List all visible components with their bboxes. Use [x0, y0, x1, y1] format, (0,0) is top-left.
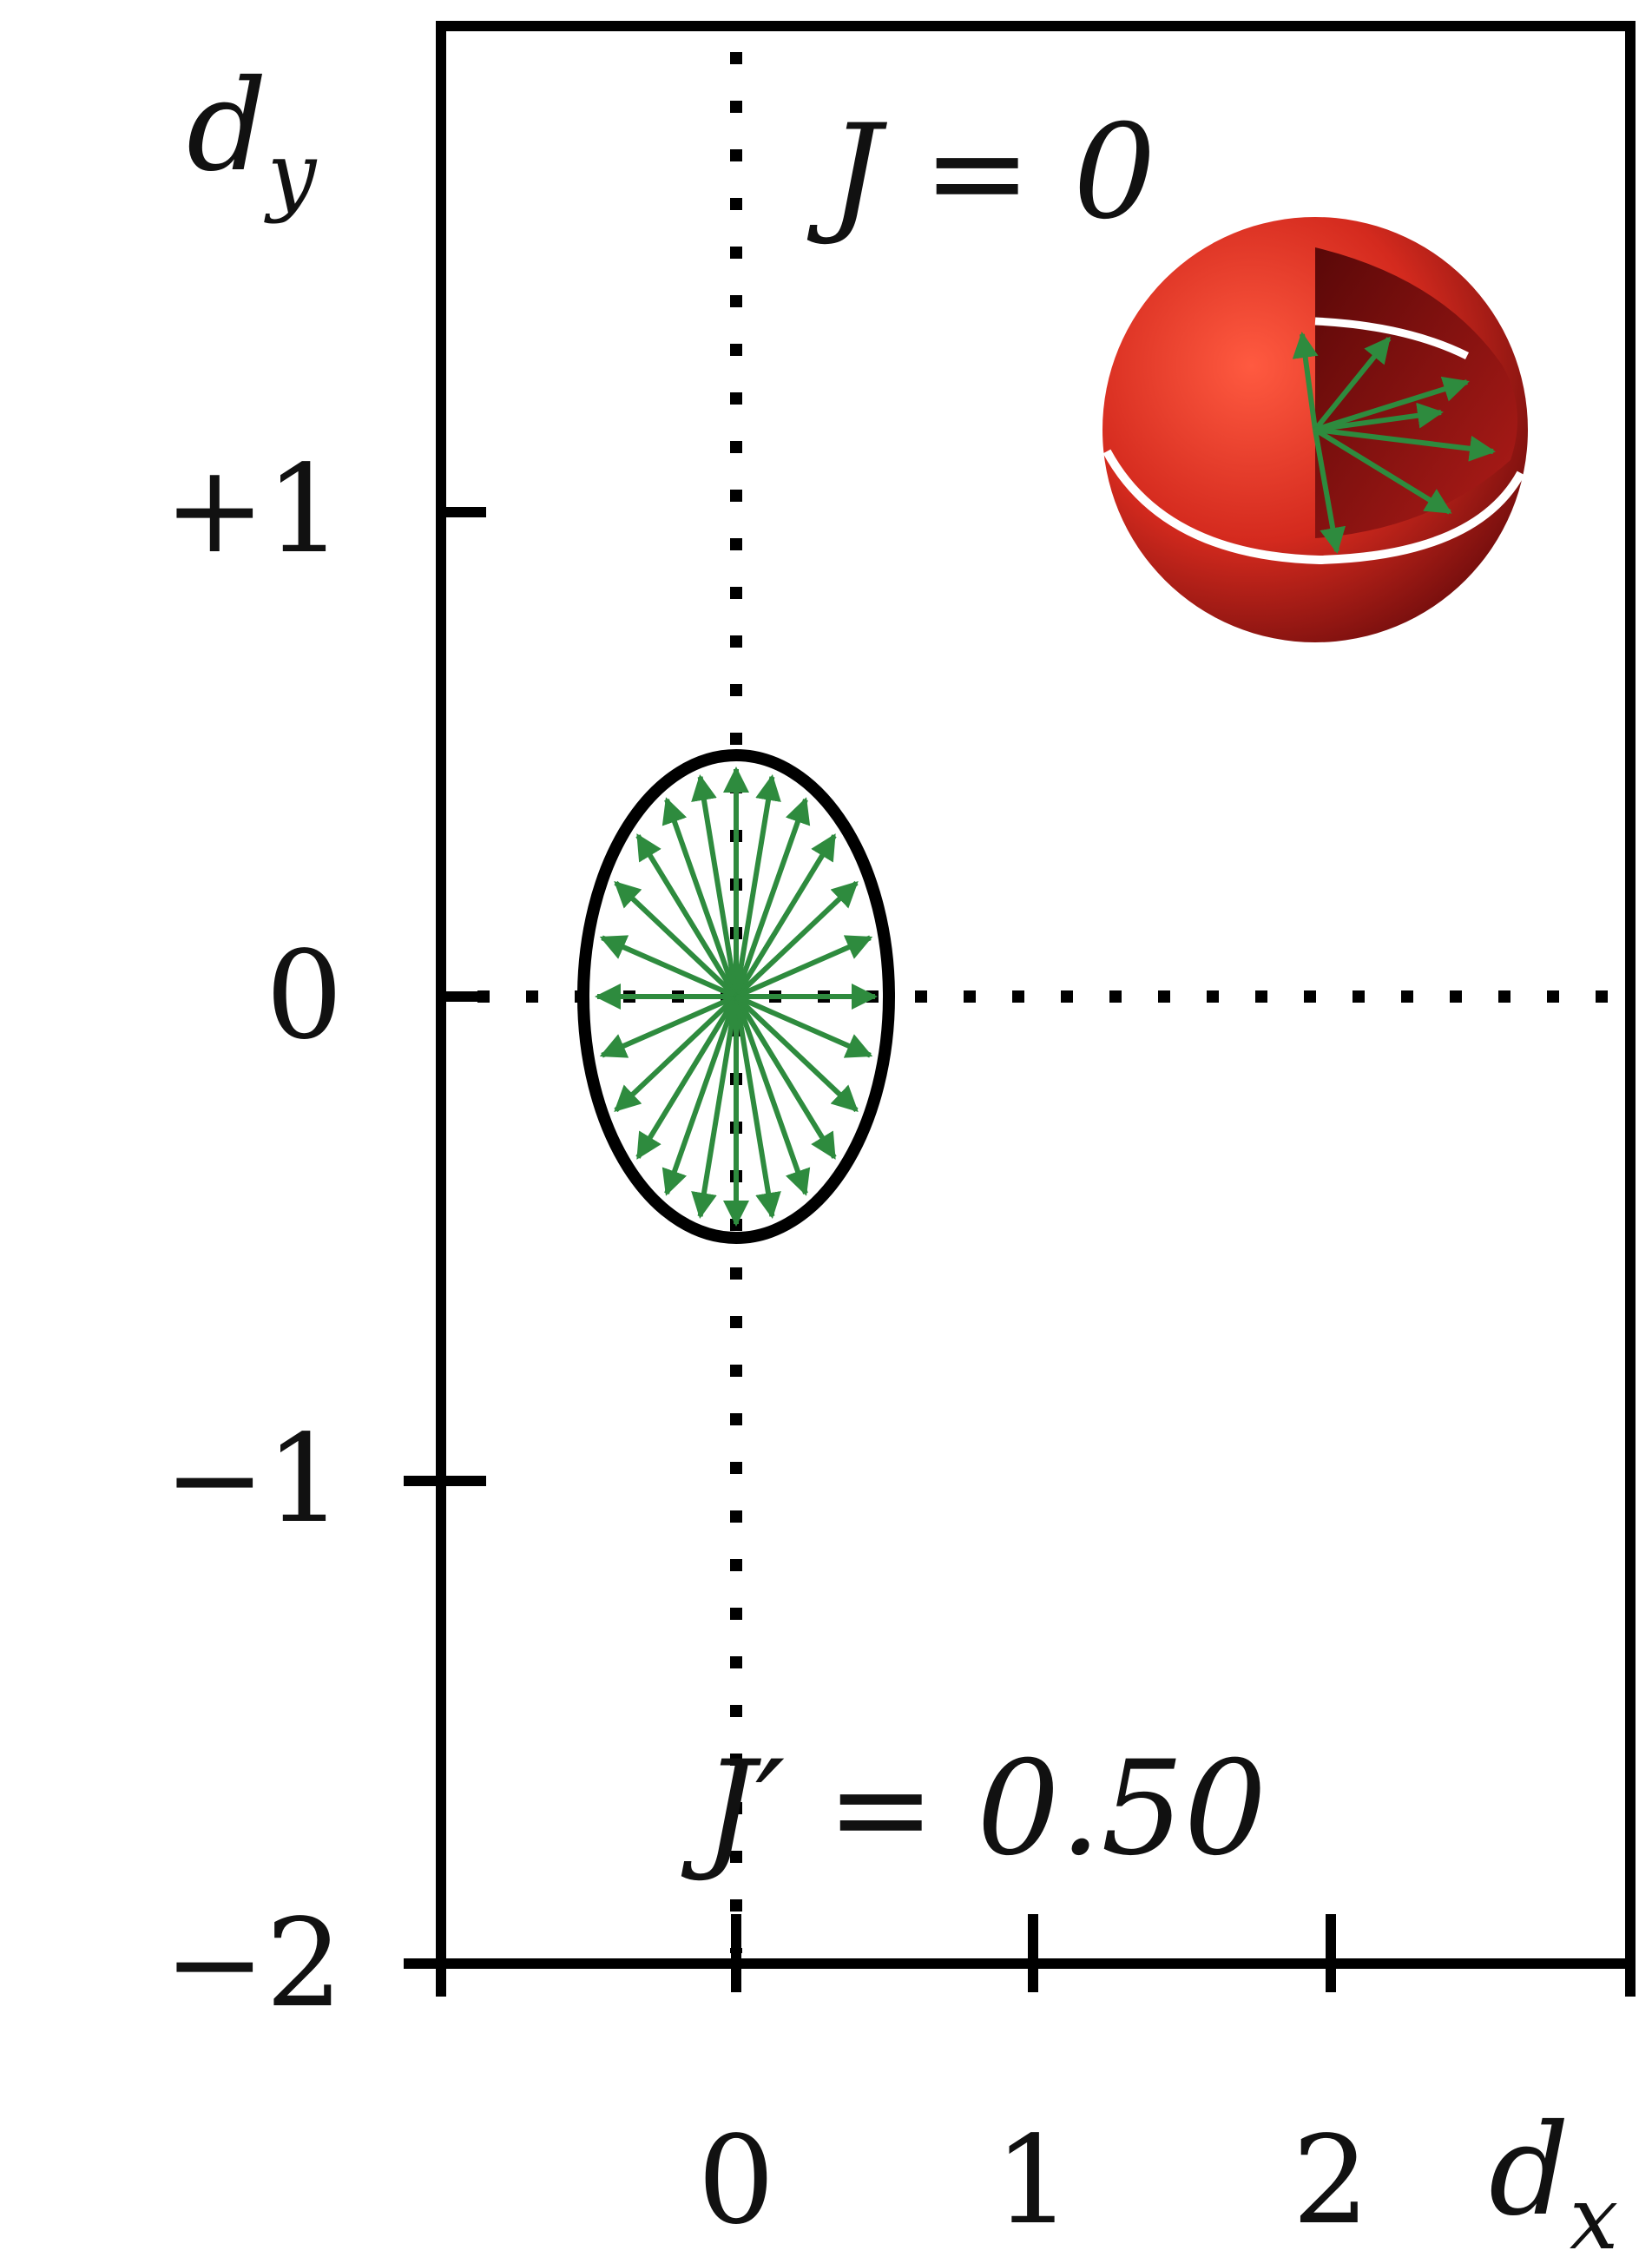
j-annotation: J = 0 — [806, 97, 1156, 248]
sphere-arrows — [1292, 332, 1496, 554]
jprime-annotation: J′ = 0.50 — [681, 1734, 1267, 1885]
ellipse-arrow — [734, 996, 811, 1196]
ellipse-arrow — [734, 995, 837, 1160]
sphere-upper-ring — [1314, 317, 1470, 360]
y-ticks — [404, 507, 486, 1969]
sphere-arrow — [1313, 429, 1346, 554]
sphere-cutaway-wedge — [1315, 247, 1517, 538]
ellipse-arrow — [661, 996, 739, 1196]
x-tick-label-0: 0 — [697, 2110, 774, 2252]
y-tick-label-0: 0 — [266, 925, 343, 1067]
y-tick-label-minus2: −2 — [164, 1893, 343, 2035]
ellipse-arrow — [734, 833, 837, 998]
ellipse-arrow — [734, 994, 859, 1113]
sphere-arrow — [1314, 376, 1470, 432]
sphere-arrow — [1314, 427, 1496, 462]
ellipse-arrow — [635, 833, 739, 998]
ellipse-arrow — [614, 994, 739, 1113]
cutaway-sphere — [1102, 217, 1528, 642]
sphere-arrow — [1313, 336, 1392, 431]
ellipse-arrow — [734, 773, 781, 997]
ellipse-arrow — [599, 935, 738, 999]
x-ticks — [436, 1914, 1636, 1997]
ellipse-outline — [577, 749, 895, 1244]
sphere-white-ring — [1102, 449, 1525, 565]
ellipse-arrow — [635, 995, 739, 1160]
x-axis-label: dx — [1489, 2097, 1618, 2257]
y-axis-label: dy — [187, 53, 318, 225]
ellipse-arrow — [614, 880, 739, 999]
ellipse-arrow — [734, 994, 873, 1058]
ellipse-arrow — [691, 996, 739, 1220]
sphere-arrow — [1314, 402, 1444, 432]
sphere-arrow — [1313, 427, 1452, 515]
y-tick-label-plus1: +1 — [164, 439, 343, 581]
ellipse-arrow — [734, 996, 781, 1220]
y-tick-label-minus1: −1 — [164, 1409, 343, 1550]
ellipse-arrow — [599, 994, 738, 1058]
sphere-arrow — [1292, 332, 1319, 431]
ellipse-arrow — [661, 797, 739, 997]
ellipse-arrow — [734, 880, 859, 999]
ellipse-arrow — [734, 935, 873, 999]
ellipse-arrow — [691, 773, 739, 997]
ellipse-arrows — [595, 767, 878, 1227]
ellipse-arrow — [734, 797, 811, 997]
x-tick-label-2: 2 — [1292, 2110, 1369, 2252]
x-tick-label-1: 1 — [994, 2110, 1071, 2252]
